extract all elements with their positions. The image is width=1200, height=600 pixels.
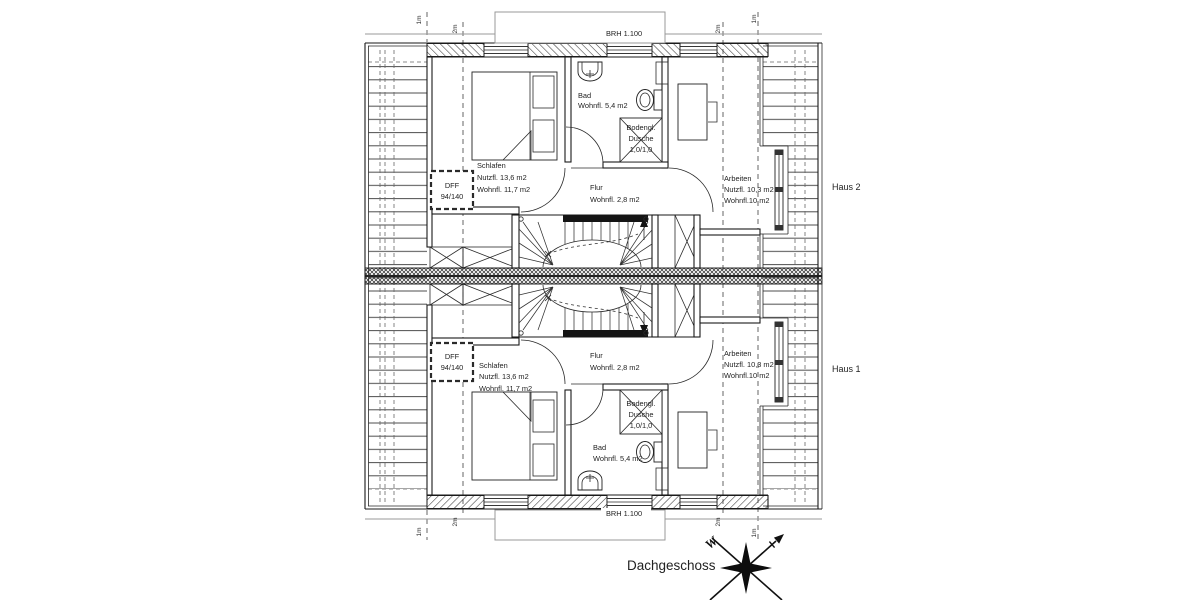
labels-haus1: Schlafen Nutzfl. 13,6 m2 Wohnfl. 11,7 m2… xyxy=(441,349,774,463)
shower-label-h1-2: Dusche xyxy=(628,410,653,419)
compass-star xyxy=(720,542,772,594)
shower-label-h1-3: 1,0/1,0 xyxy=(630,421,653,430)
dff-label-h1-1: DFF xyxy=(445,352,460,361)
room-label-schlafen-h1: Schlafen xyxy=(479,361,508,370)
room-label-flur-h1: Flur xyxy=(590,351,603,360)
desk xyxy=(677,83,718,141)
party-wall xyxy=(364,267,823,285)
room-area-schlafen-h2-1: Nutzfl. 13,6 m2 xyxy=(477,173,527,182)
bed xyxy=(471,71,558,161)
room-area-bad-h2: Wohnfl. 5,4 m2 xyxy=(578,101,628,110)
shower-label-h2-3: 1,0/1,0 xyxy=(630,145,653,154)
stair-up-arrow xyxy=(640,217,648,227)
contour-2m-bottom-right: 2m xyxy=(715,517,722,526)
wall-schlafen-bottom xyxy=(431,206,520,215)
compass-west-label: W xyxy=(702,532,722,552)
beam-boxes-left xyxy=(429,246,518,269)
contour-1m-top-left: 1m xyxy=(416,15,423,24)
room-label-arbeiten-h2: Arbeiten xyxy=(724,174,752,183)
room-area-schlafen-h1-1: Nutzfl. 13,6 m2 xyxy=(479,372,529,381)
flur-door-arcs xyxy=(520,167,714,213)
construction-lines xyxy=(365,33,822,520)
wall-schlafen-left xyxy=(426,56,433,248)
room-label-bad-h1: Bad xyxy=(593,443,606,452)
sink xyxy=(577,61,603,82)
room-area-bad-h1: Wohnfl. 5,4 m2 xyxy=(593,454,643,463)
duct-box xyxy=(655,61,669,85)
labels-haus2: Schlafen Nutzfl. 13,6 m2 Wohnfl. 11,7 m2… xyxy=(441,91,774,205)
staircase xyxy=(511,214,701,269)
room-area-schlafen-h2-2: Wohnfl. 11,7 m2 xyxy=(477,185,530,194)
dff-label-h2-2: 94/140 xyxy=(441,192,464,201)
room-area-arbeiten-h1-1: Nutzfl. 10,3 m2 xyxy=(724,360,774,369)
sill-note-bottom: BRH 1.100 xyxy=(606,509,642,518)
house-label-bottom: Haus 1 xyxy=(832,364,861,374)
room-area-arbeiten-h1-2: Wohnfl.10 m2 xyxy=(724,371,769,380)
room-area-arbeiten-h2-2: Wohnfl.10 m2 xyxy=(724,196,769,205)
contour-2m-bottom-left: 2m xyxy=(452,517,459,526)
contour-2m-top-left: 2m xyxy=(452,24,459,33)
contour-2m-top-right: 2m xyxy=(715,24,722,33)
contour-1m-top-right: 1m xyxy=(751,14,758,23)
wall-bad-arbeiten xyxy=(661,56,669,169)
room-area-flur-h2: Wohnfl. 2,8 m2 xyxy=(590,195,640,204)
contour-1m-bottom-left: 1m xyxy=(416,527,423,536)
shower-label-h2-2: Dusche xyxy=(628,134,653,143)
room-label-arbeiten-h1: Arbeiten xyxy=(724,349,752,358)
sill-note-top: BRH 1.100 xyxy=(606,29,642,38)
bad-door-arc xyxy=(565,126,604,165)
roof-window-dff xyxy=(429,169,475,211)
wall-schlafen-bad xyxy=(564,56,572,163)
window-bay-east xyxy=(760,145,789,235)
floor-title: Dachgeschoss xyxy=(627,558,716,573)
toilet xyxy=(636,89,663,111)
room-area-arbeiten-h2-1: Nutzfl. 10,3 m2 xyxy=(724,185,774,194)
room-area-flur-h1: Wohnfl. 2,8 m2 xyxy=(590,363,640,372)
dff-label-h2-1: DFF xyxy=(445,181,460,190)
haus2-geometry xyxy=(365,42,822,269)
shower xyxy=(619,117,663,163)
wall-arbeiten-bottom xyxy=(699,228,761,236)
window-north xyxy=(483,46,718,54)
dff-label-h1-2: 94/140 xyxy=(441,363,464,372)
outer-boundary xyxy=(364,43,823,509)
room-label-flur-h2: Flur xyxy=(590,183,603,192)
haus1-geometry xyxy=(363,282,824,511)
contour-1m-bottom-right: 1m xyxy=(751,528,758,537)
dormer-top xyxy=(494,11,666,44)
wall-bad-bottom xyxy=(602,161,669,169)
contour-labels: 1m 2m 2m 1m 1m 2m 2m 1m xyxy=(416,14,758,537)
room-area-schlafen-h1-2: Wohnfl. 11,7 m2 xyxy=(479,384,532,393)
house-label-top: Haus 2 xyxy=(832,182,861,192)
room-label-schlafen-h2: Schlafen xyxy=(477,161,506,170)
shower-label-h2-1: Bodengl. xyxy=(626,123,655,132)
dormer-bottom xyxy=(494,509,666,541)
shower-label-h1-1: Bodengl. xyxy=(626,399,655,408)
compass-needle-arrow xyxy=(773,534,784,544)
room-label-bad-h2: Bad xyxy=(578,91,591,100)
